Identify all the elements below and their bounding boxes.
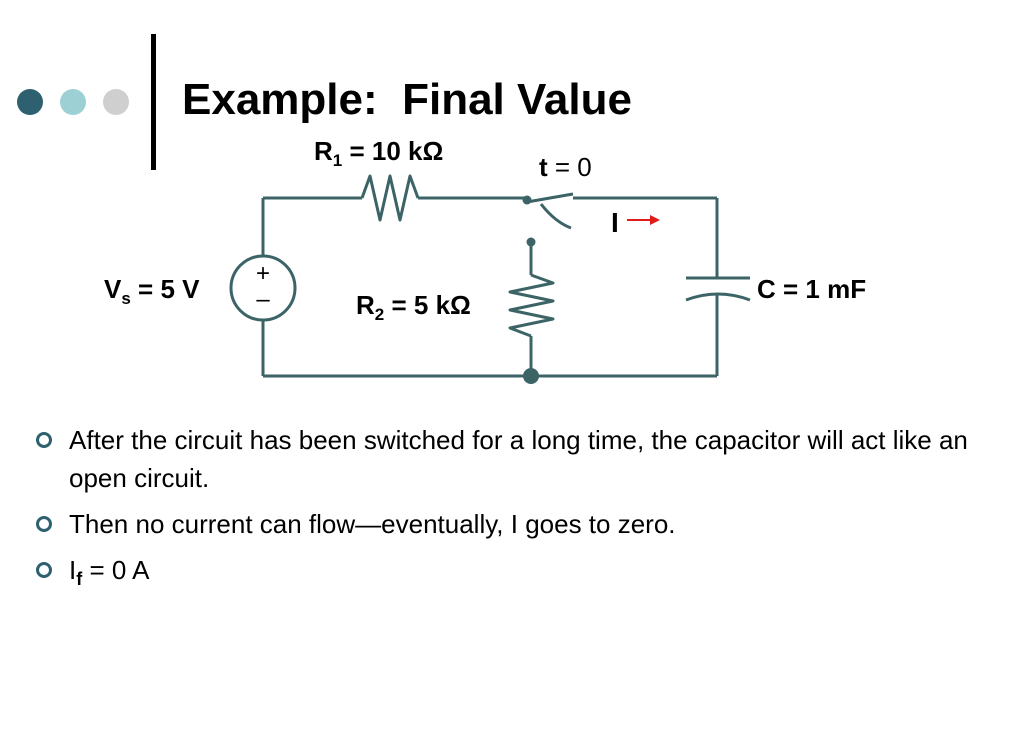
bullet-text: Then no current can flow—eventually, I g… [69, 509, 676, 539]
switch-arc [539, 203, 572, 230]
resistor-r1-symbol [360, 174, 420, 222]
current-label: I [611, 207, 619, 238]
bullet-marker-icon [36, 562, 52, 578]
decor-dot-gray [103, 89, 129, 115]
source-plus-sign: + [256, 260, 270, 287]
switch-label: t = 0 [539, 152, 592, 182]
bullet-marker-icon [36, 432, 52, 448]
source-minus-sign: – [256, 286, 270, 313]
capacitor-label: C = 1 mF [757, 274, 866, 304]
bullet-marker-icon [36, 516, 52, 532]
switch-blade [526, 192, 574, 204]
final-current-value: = 0 A [82, 555, 150, 585]
title-divider [151, 34, 156, 170]
slide-title: Example: Final Value [182, 75, 632, 124]
bullet-item: If = 0 A [36, 551, 1001, 598]
final-current-symbol: I [69, 555, 77, 585]
current-arrow [627, 215, 660, 225]
switch-pivot-dot [522, 195, 532, 205]
junction-dot [523, 368, 539, 384]
decor-dot-teal [60, 89, 86, 115]
r2-label: R2 = 5 kΩ [356, 290, 471, 324]
resistor-r2-symbol [508, 273, 555, 338]
switch-contact-dot [526, 237, 536, 247]
bullet-list: After the circuit has been switched for … [36, 421, 1001, 606]
circuit-diagram: + – R1 = 10 kΩ t = 0 I Vs = 5 V R2 = 5 k… [104, 136, 866, 384]
bullet-item: Then no current can flow—eventually, I g… [36, 505, 1001, 543]
final-current-subscript: f [76, 569, 83, 589]
r1-label: R1 = 10 kΩ [314, 136, 443, 170]
bullet-item: After the circuit has been switched for … [36, 421, 1001, 497]
bullet-text: After the circuit has been switched for … [69, 425, 968, 493]
source-label: Vs = 5 V [104, 274, 200, 308]
bullet-text: If = 0 A [69, 555, 150, 589]
decor-dot-dark [17, 89, 43, 115]
